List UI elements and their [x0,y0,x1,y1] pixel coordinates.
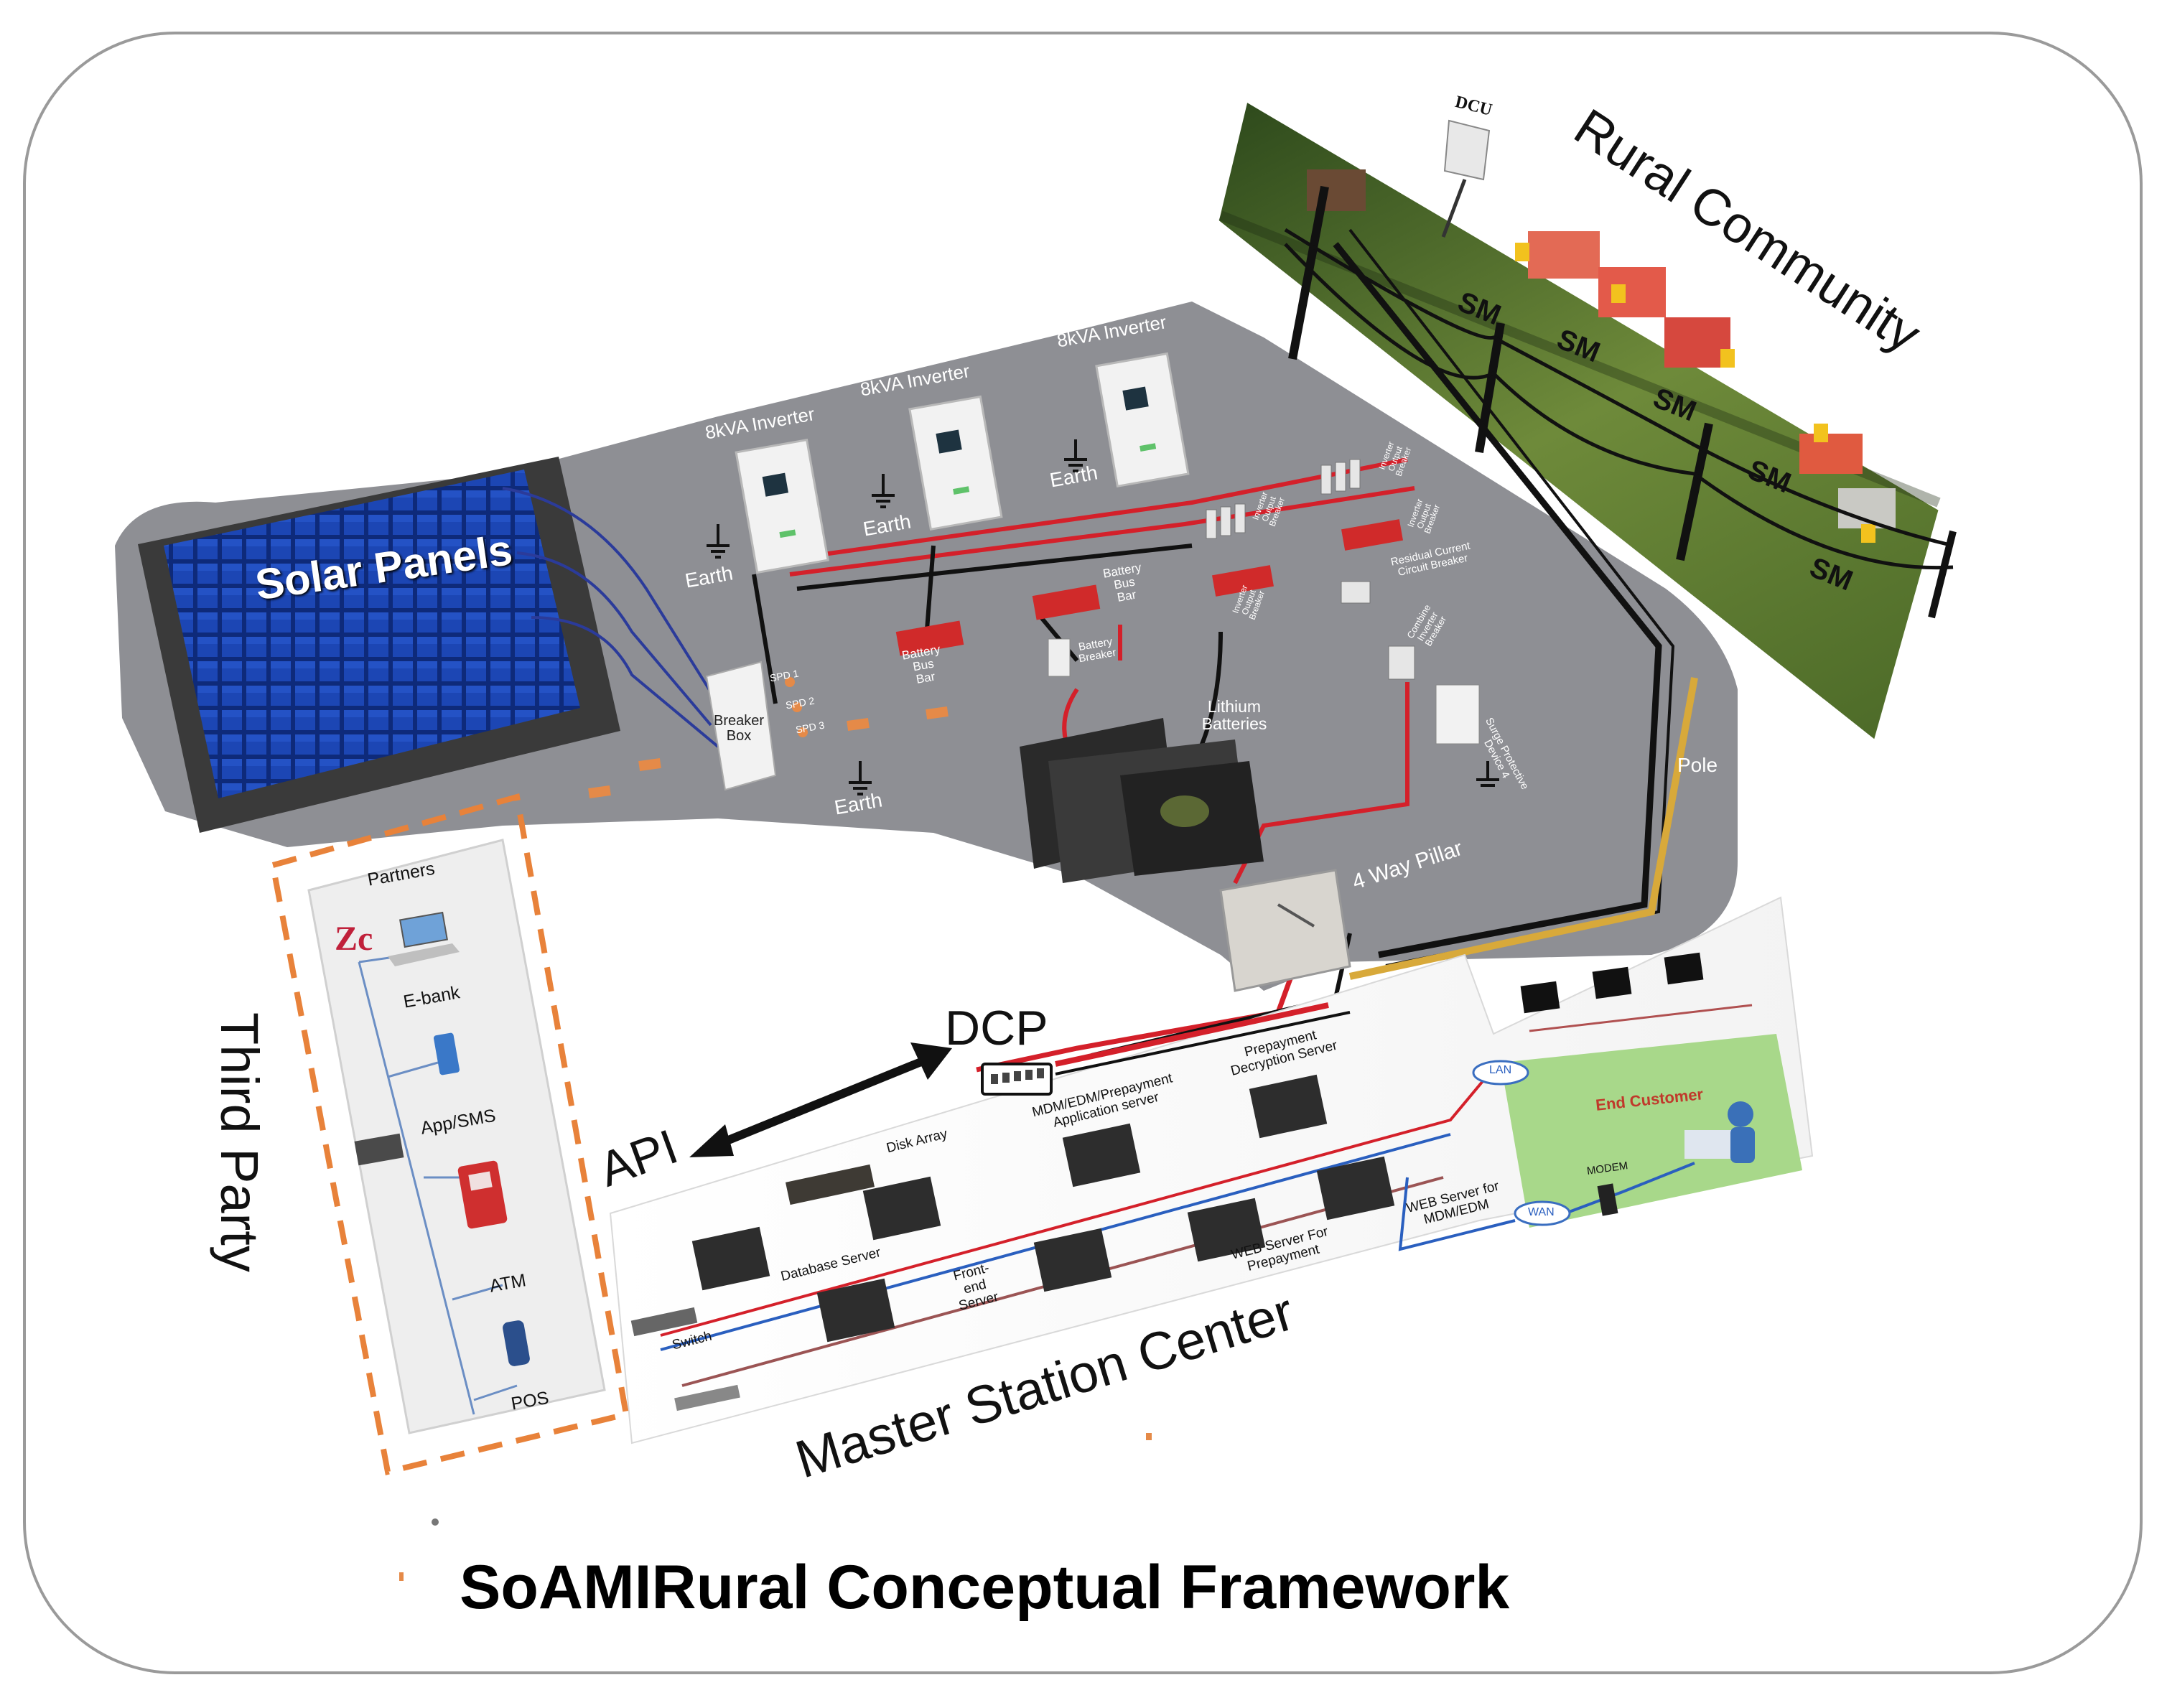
inverter-units [735,352,1190,574]
lithium-batteries-label: Lithium Batteries [1201,697,1267,734]
desktop-computers [1520,952,1704,1014]
breaker-box [705,661,777,791]
end-customer-figure [1684,1101,1755,1163]
bus-bars-and-breakers [895,459,1480,745]
third-party-label: Third Party [210,1012,269,1272]
lithium-battery-bank [1020,718,1264,883]
dcp-label: DCP [945,1001,1048,1055]
battery-bus-bar-label-1: Battery Bus Bar [900,642,941,686]
page-title: SoAMIRural Conceptual Framework [460,1553,1510,1622]
orange-cable-markers [588,706,949,799]
pole-label: Pole [1677,754,1718,776]
panel-cables [502,487,719,748]
zc-logo: Zc [335,920,373,958]
breaker-box-label: Breaker Box [714,713,765,744]
api-dcp-arrow [689,1042,952,1157]
four-way-pillar [1219,869,1351,992]
battery-bus-bar-label-2: Battery Bus Bar [1101,560,1142,605]
server-racks [691,1074,1395,1343]
wan-label: WAN [1528,1206,1555,1218]
third-party-panel [269,793,630,1475]
solar-panel-array [138,457,620,833]
rural-community-photo [1218,103,1957,739]
lan-label: LAN [1489,1064,1512,1076]
earth-symbols [707,439,1499,795]
dcp-device [981,1002,1351,1096]
master-station-panel [609,896,1814,1445]
end-customer-box [1501,1034,1802,1228]
